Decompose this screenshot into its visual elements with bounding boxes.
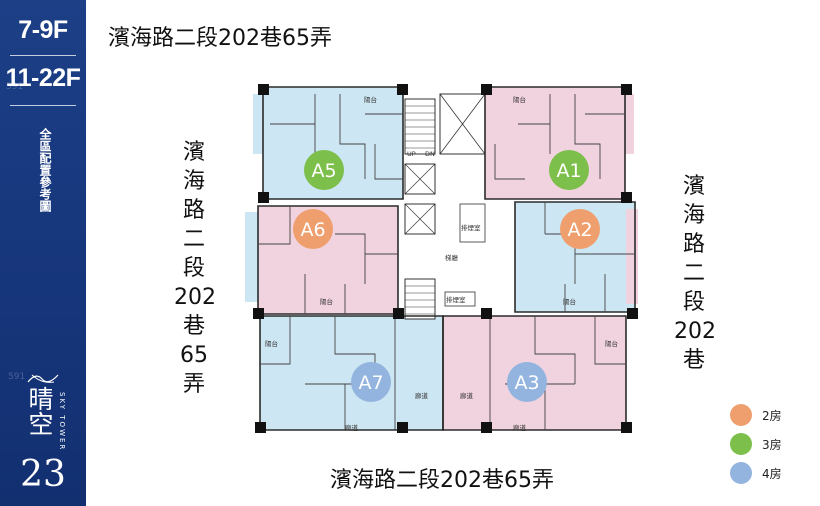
unit-badge-a2: A2 [560,209,600,249]
road-char: 弄 [182,372,205,397]
unit-id-label: A3 [514,372,539,394]
road-char: 段 [182,256,205,281]
balcony-label: 陽台 [364,95,377,104]
brand-en: SKY TOWER [58,392,66,452]
legend-label: 4房 [762,467,782,481]
road-label-bottom: 濱海路二段202巷65弄 [330,468,554,493]
road-char: 巷 [682,348,705,373]
road-char: 路 [182,198,205,223]
stair-up-label: UP [407,150,416,158]
sidebar-divider [10,55,76,56]
watermark: 591 [6,82,24,92]
unit-badge-circle [549,150,589,190]
road-char: 二 [682,261,705,286]
unit-badge-a1: A1 [549,150,589,190]
floor-plan: 陽台 陽台 陽台 陽台 陽台 陽台 廊道 廊道 廊道 廊道 排煙室 排煙室 梯廳… [245,84,638,433]
unit-badge-circle [304,150,344,190]
balcony-label: 陽台 [513,95,526,104]
balcony-label: 陽台 [320,297,333,306]
smoke-room-label: 排煙室 [461,223,481,232]
balcony-label: 陽台 [563,297,576,306]
stair-down-label: DN [425,150,435,158]
balcony-strip [253,94,265,154]
unit-badge-circle [351,362,391,402]
smoke-room-label: 排煙室 [446,295,466,304]
road-char: 65 [180,343,208,368]
road-char: 濱 [182,140,205,165]
road-char: 二 [182,227,205,252]
legend-label: 2房 [762,409,782,423]
balcony-strip [626,209,638,304]
road-char: 海 [682,203,705,228]
unit-id-label: A2 [567,219,592,241]
balcony-label: 陽台 [265,339,278,348]
smoke-room [444,291,476,307]
road-char: 巷 [182,314,205,339]
road-label-right: 濱 海 路 二 段 202 巷 [674,172,716,375]
unit-id-label: A5 [311,160,336,182]
unit-id-label: A6 [300,219,325,241]
elevator [404,163,436,195]
road-char: 段 [682,290,705,315]
unit-id-label: A1 [556,160,581,182]
corridor-label: 廊道 [415,391,429,400]
legend-label: 3房 [762,438,782,452]
unit-area-a7 [260,316,443,430]
brand-number: 23 [20,454,66,495]
brand-name: 晴空 [25,386,54,436]
lobby-label: 梯廳 [445,253,459,262]
road-char: 202 [174,285,216,310]
balcony-strip [245,212,259,302]
stairs [404,98,436,155]
smoke-room [459,203,486,243]
road-char: 濱 [682,174,705,199]
sidebar: 7-9F 11-22F 591 全區配置參考圖 591 晴空 SKY TOWER… [0,0,86,506]
corridor-label: 廊道 [345,423,359,432]
unit-badge-a6: A6 [293,209,333,249]
sidebar-divider [10,105,76,106]
unit-badge-a7: A7 [351,362,391,402]
road-char: 202 [674,319,716,344]
unit-badge-circle [507,362,547,402]
floor-range-label: 7-9F [18,16,68,44]
elevator [404,203,436,235]
unit-badge-a5: A5 [304,150,344,190]
unit-badge-circle [560,209,600,249]
road-label-left: 濱 海 路 二 段 202 巷 65 弄 [174,138,216,399]
unit-badge-a3: A3 [507,362,547,402]
corridor-label: 廊道 [460,391,474,400]
stair-treads [405,285,435,315]
balcony-label: 陽台 [605,339,618,348]
floor-range-label: 11-22F [5,64,81,92]
unit-id-label: A7 [358,372,383,394]
legend-dot [730,433,752,455]
legend-dot [730,404,752,426]
road-char: 路 [682,232,705,257]
unit-badge-circle [293,209,333,249]
section-title: 全區配置參考圖 [38,128,52,212]
road-label-top: 濱海路二段202巷65弄 [108,26,332,51]
stairs [404,278,436,320]
road-char: 海 [182,169,205,194]
corridor-label: 廊道 [513,423,527,432]
stair-treads [405,105,435,149]
structural-columns [253,84,638,433]
brand-logo-mark [27,374,59,383]
legend-dot [730,462,752,484]
watermark: 591 [8,372,26,382]
balcony-strip [622,94,634,154]
